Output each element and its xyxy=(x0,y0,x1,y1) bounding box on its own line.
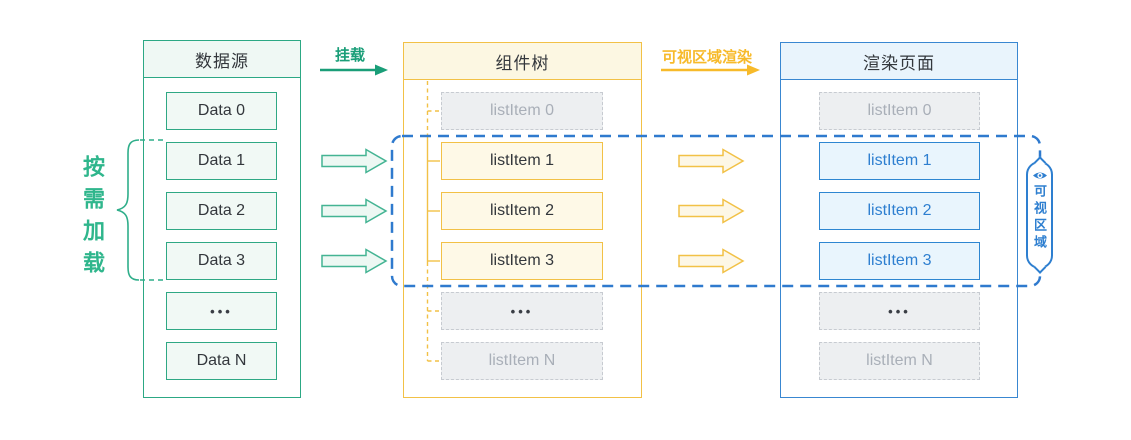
data-item-2: Data 2 xyxy=(166,192,277,230)
flow-arrow-teal-3 xyxy=(321,248,388,274)
tree-item-3: listItem 3 xyxy=(441,242,603,280)
page-item-1: listItem 1 xyxy=(819,142,980,180)
data-source-title: 数据源 xyxy=(144,41,300,78)
render-page-title: 渲染页面 xyxy=(781,43,1017,80)
flow-arrow-yellow-1 xyxy=(678,148,745,174)
page-item-3: listItem 3 xyxy=(819,242,980,280)
data-item-3: Data 3 xyxy=(166,242,277,280)
on-demand-load-label: 按需加载 xyxy=(80,155,105,283)
viewport-render-arrow-label: 可视区域渲染 xyxy=(661,49,752,66)
page-item-0: listItem 0 xyxy=(819,92,980,130)
eye-icon xyxy=(1032,172,1047,179)
viewport-badge: 可视区域 xyxy=(1026,161,1053,269)
tree-item-2: listItem 2 xyxy=(441,192,603,230)
flow-arrow-yellow-3 xyxy=(678,248,745,274)
tree-item-0: listItem 0 xyxy=(441,92,603,130)
tree-item-1: listItem 1 xyxy=(441,142,603,180)
page-item-2: listItem 2 xyxy=(819,192,980,230)
component-tree-title: 组件树 xyxy=(404,43,641,80)
on-demand-brace xyxy=(116,139,140,281)
tree-item-ellipsis: ••• xyxy=(441,292,603,330)
flow-arrow-teal-2 xyxy=(321,198,388,224)
data-item-n: Data N xyxy=(166,342,277,380)
tree-item-n: listItem N xyxy=(441,342,603,380)
data-item-ellipsis: ••• xyxy=(166,292,277,330)
page-item-n: listItem N xyxy=(819,342,980,380)
flow-arrow-yellow-2 xyxy=(678,198,745,224)
data-source-panel: 数据源 Data 0 Data 1 Data 2 Data 3 ••• Data… xyxy=(143,40,301,398)
mount-arrow-label: 挂载 xyxy=(334,47,365,64)
component-tree-panel: 组件树 listItem 0 listItem 1 listItem 2 lis… xyxy=(403,42,642,398)
page-item-ellipsis: ••• xyxy=(819,292,980,330)
render-page-panel: 渲染页面 listItem 0 listItem 1 listItem 2 li… xyxy=(780,42,1018,398)
flow-arrow-teal-1 xyxy=(321,148,388,174)
viewport-badge-label: 可视区域 xyxy=(1032,184,1047,252)
data-item-1: Data 1 xyxy=(166,142,277,180)
data-item-0: Data 0 xyxy=(166,92,277,130)
mount-arrow xyxy=(320,64,388,76)
